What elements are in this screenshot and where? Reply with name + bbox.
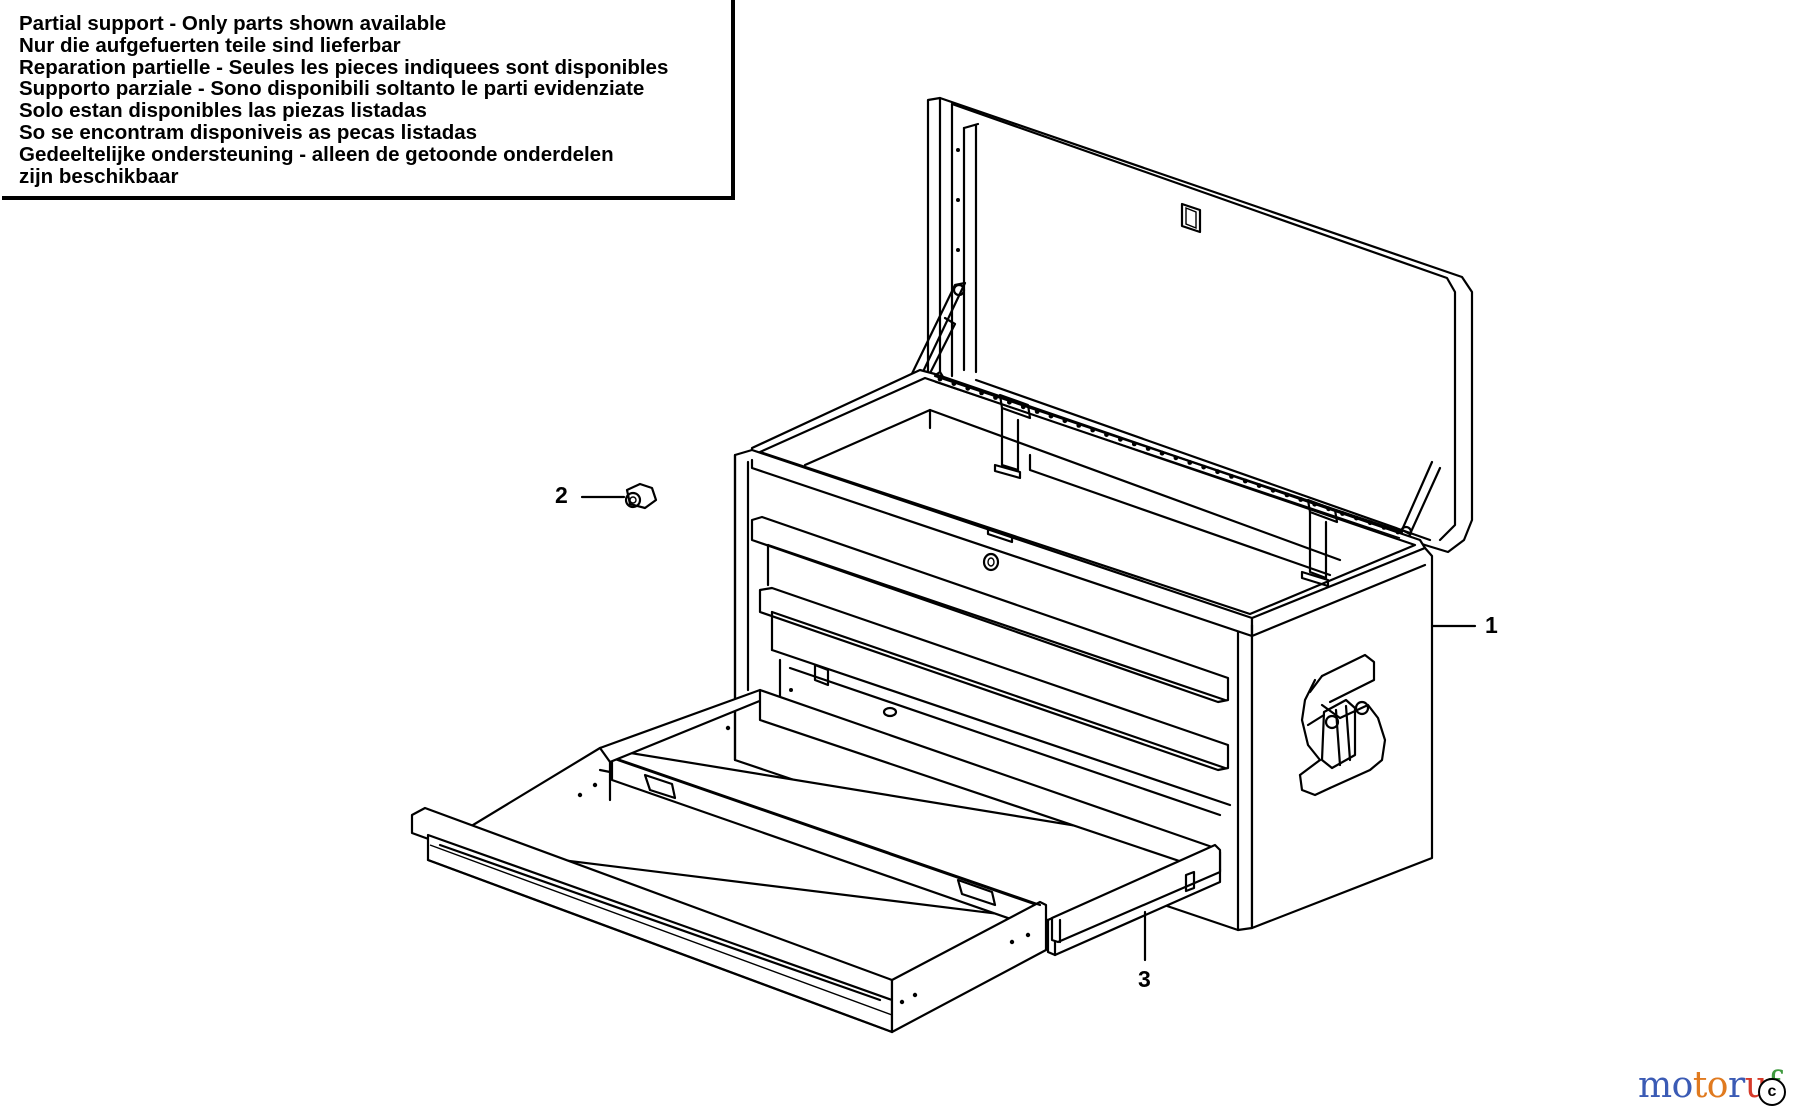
watermark-letter: t: [1692, 1065, 1707, 1106]
hinge-pin: [1229, 474, 1234, 479]
hinge-pin: [1131, 441, 1137, 447]
hinge-pin: [1118, 436, 1123, 442]
hinge-pin: [1215, 469, 1220, 475]
hinge-pin: [1201, 464, 1207, 470]
hinge-pin: [1340, 511, 1345, 516]
watermark-letter: r: [1727, 1065, 1745, 1106]
notice-line-pt: So se encontram disponiveis as pecas lis…: [19, 120, 478, 144]
watermark-letter: o: [1706, 1065, 1729, 1106]
hinge-pin: [1381, 525, 1387, 530]
availability-notice-box: Partial support - Only parts shown avail…: [2, 0, 735, 200]
hinge-pin: [1020, 404, 1026, 410]
hinge-pin: [1298, 497, 1304, 502]
lock-cylinder-part: [624, 482, 658, 510]
callout-label-1: 1: [1485, 612, 1498, 638]
watermark-copyright-mark: c: [1758, 1078, 1786, 1106]
drawer-front-middle: [758, 586, 1230, 772]
side-carry-handle: [1298, 653, 1387, 797]
callout-label-3: 3: [1138, 966, 1151, 992]
hinge-pin: [1270, 487, 1276, 493]
hinge-pin: [937, 376, 943, 382]
notice-line-nl: Gedeeltelijke ondersteuning - alleen de …: [19, 142, 614, 166]
hinge-pin: [1034, 409, 1040, 414]
watermark-letter: o: [1671, 1065, 1694, 1106]
hinge-pin: [965, 385, 971, 391]
hinge-pin: [1062, 418, 1068, 424]
hinge-pin: [1284, 492, 1290, 498]
notice-line-es: Solo estan disponibles las piezas listad…: [19, 99, 427, 123]
notice-line-nl-cont: zijn beschikbaar: [19, 164, 179, 188]
hinge-pin: [1104, 432, 1109, 437]
hinge-pin: [1367, 520, 1373, 526]
hinge-pin: [1048, 413, 1054, 419]
toolbox-tray-top: [750, 368, 1427, 622]
watermark-letter: m: [1638, 1065, 1672, 1106]
hinge-pin-row: [937, 376, 1401, 535]
hinge-pin: [1159, 450, 1165, 456]
hinge-pin: [993, 395, 998, 400]
callout-leader-lines: [580, 495, 1477, 962]
drawer-front-upper: [750, 515, 1230, 704]
hinge-pin: [1076, 423, 1082, 428]
toolbox-lid: [926, 96, 1474, 554]
callout-label-2: 2: [555, 482, 568, 508]
notice-line-fr: Reparation partielle - Seules les pieces…: [19, 55, 669, 79]
open-drawer: [410, 688, 1222, 1034]
hinge-pin: [1242, 478, 1248, 484]
hinge-pin: [979, 390, 984, 396]
hinge-pin: [1090, 427, 1096, 433]
hinge-pin: [1354, 515, 1359, 521]
notice-line-it: Supporto parziale - Sono disponibili sol…: [19, 77, 645, 101]
hinge-pin: [1395, 529, 1401, 535]
notice-line-en: Partial support - Only parts shown avail…: [19, 12, 447, 35]
hinge-pin: [1007, 399, 1012, 405]
hinge-pin: [951, 381, 957, 386]
hinge-pin: [1173, 455, 1179, 461]
notice-line-de: Nur die aufgefuerten teile sind lieferba…: [19, 33, 401, 57]
hinge-pin: [1256, 483, 1262, 488]
hinge-pin: [1145, 446, 1151, 451]
hinge-pin: [1187, 460, 1193, 465]
